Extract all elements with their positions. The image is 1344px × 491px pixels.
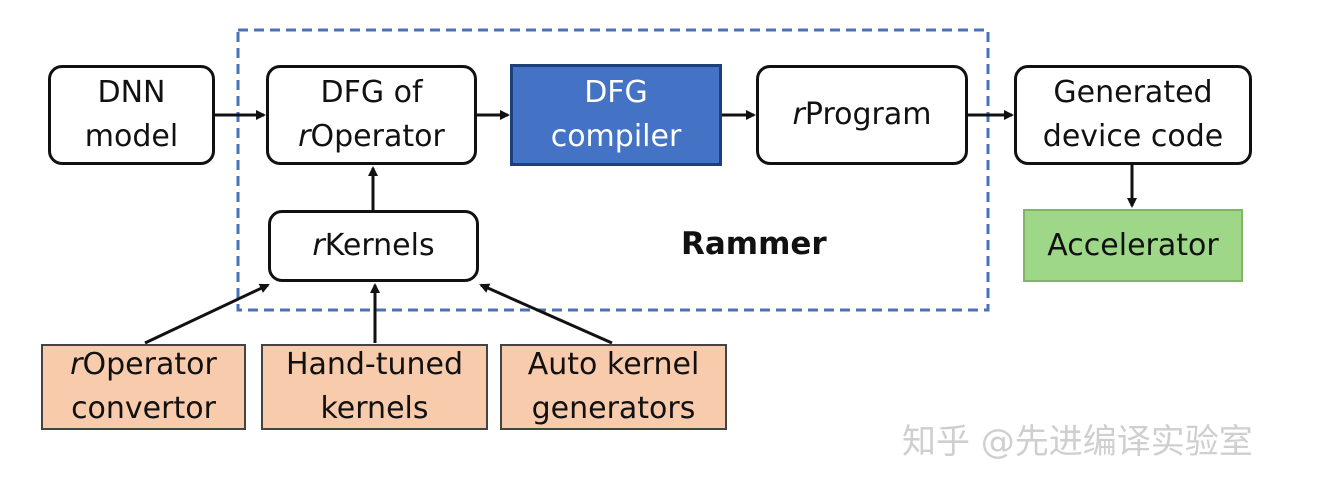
- dfg-compiler-node: DFG compiler: [510, 64, 722, 166]
- auto-kernel-line-1: Auto kernel: [527, 347, 700, 382]
- generated-device-code-node: Generated device code: [1014, 65, 1252, 165]
- convertor-line-2: convertor: [71, 391, 216, 426]
- hand-tuned-line-1: Hand-tuned: [285, 347, 464, 382]
- rprogram-text: Program: [804, 97, 932, 132]
- arrow-autogen-to-rkernels: [479, 283, 613, 345]
- rprogram-label: rProgram: [793, 93, 932, 137]
- accelerator-node: Accelerator: [1023, 209, 1243, 282]
- auto-kernel-line-2: generators: [531, 391, 696, 426]
- rammer-region-border: [236, 28, 990, 312]
- convertor-operator-text: Operator: [82, 347, 217, 382]
- convertor-r-prefix: r: [70, 347, 83, 382]
- dfg-of-line-1: DFG of: [320, 75, 423, 110]
- rkernels-text: Kernels: [324, 228, 435, 263]
- rkernels-r-prefix: r: [312, 228, 325, 263]
- accelerator-label: Accelerator: [1047, 227, 1219, 263]
- auto-kernel-generators-node: Auto kernel generators: [500, 344, 727, 430]
- arrow-convertor-to-rkernels: [144, 283, 270, 345]
- rprogram-node: rProgram: [756, 65, 968, 165]
- dfg-of-operator-text: Operator: [310, 119, 445, 154]
- dfg-compiler-line-2: compiler: [550, 119, 682, 154]
- rammer-region-label: Rammer: [681, 226, 827, 262]
- rkernels-label: rKernels: [312, 224, 434, 268]
- rkernels-node: rKernels: [268, 210, 479, 282]
- dfg-of-r-prefix: r: [298, 119, 311, 154]
- dnn-model-line-1: DNN: [97, 75, 166, 110]
- watermark-text: 知乎 @先进编译实验室: [902, 422, 1253, 462]
- hand-tuned-line-2: kernels: [320, 391, 429, 426]
- roperator-convertor-node: rOperator convertor: [41, 344, 246, 430]
- dfg-of-line-2: rOperator: [298, 115, 445, 159]
- dfg-of-roperator-node: DFG of rOperator: [266, 65, 477, 165]
- dfg-compiler-line-1: DFG: [584, 75, 648, 110]
- generated-line-1: Generated: [1053, 75, 1213, 110]
- dnn-model-line-2: model: [84, 119, 179, 154]
- rprogram-r-prefix: r: [792, 97, 805, 132]
- convertor-line-1: rOperator: [70, 343, 217, 387]
- dnn-model-node: DNN model: [48, 65, 215, 165]
- hand-tuned-kernels-node: Hand-tuned kernels: [261, 344, 488, 430]
- generated-line-2: device code: [1042, 119, 1224, 154]
